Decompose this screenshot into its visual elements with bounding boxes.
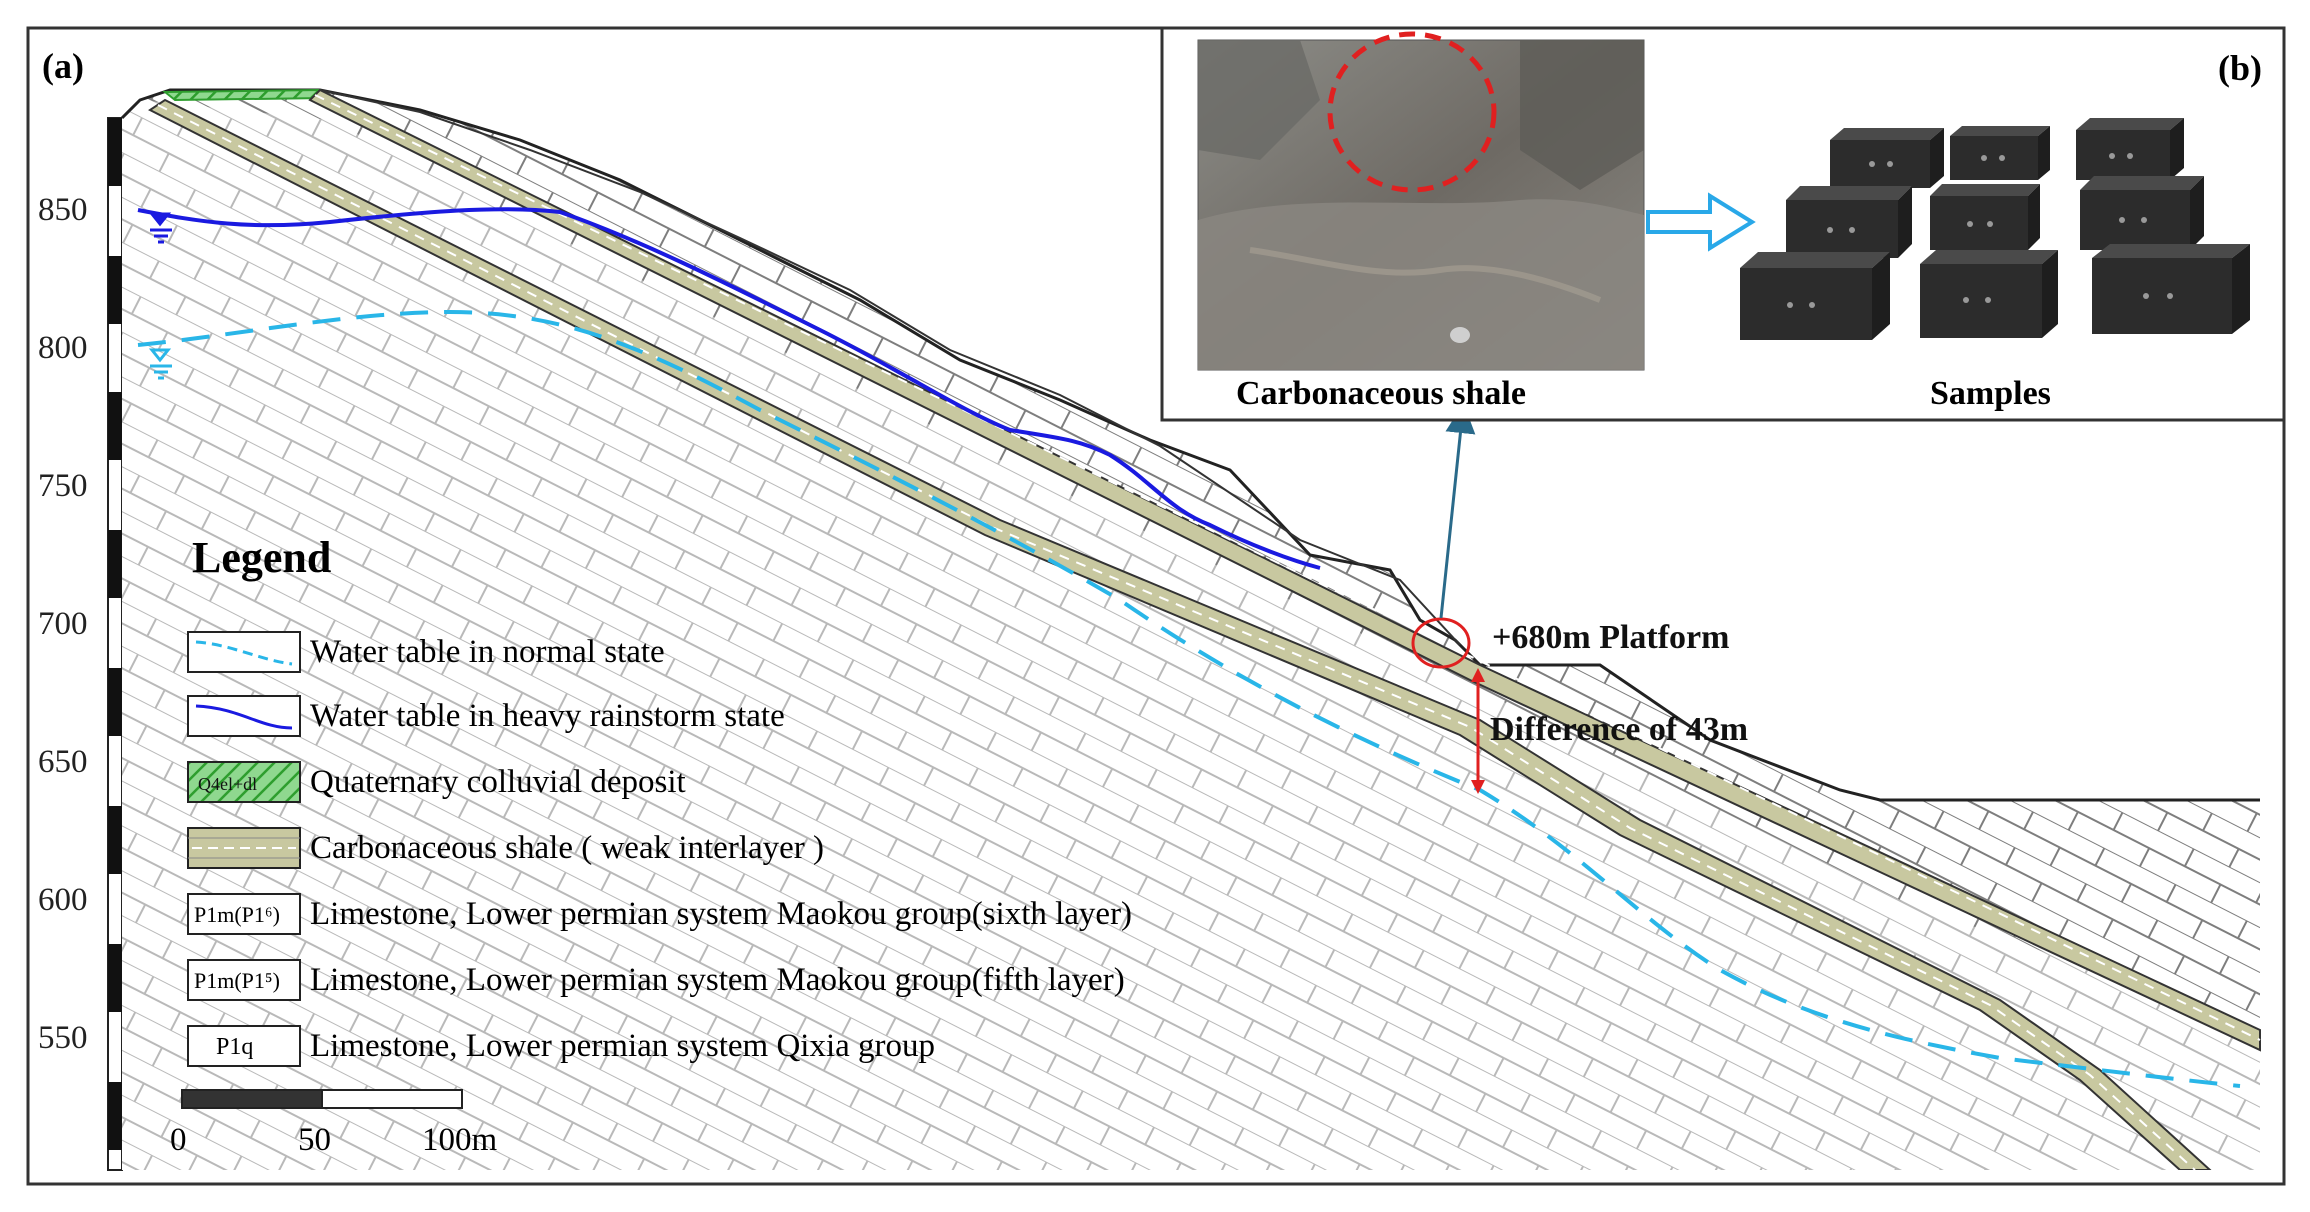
legend-swatch-sixth-layer: [187, 893, 301, 935]
normal-water-symbol: [148, 348, 172, 380]
scale-bar: 0 50 100m: [170, 1089, 498, 1158]
shale-interlayer-lower: [148, 98, 2212, 1170]
legend: Legend Water table in normal state Water…: [187, 533, 1132, 1067]
legend-title: Legend: [192, 533, 331, 582]
shale-upper-centerline: [314, 94, 2261, 1041]
sample-block: [1786, 186, 1912, 258]
difference-label: Difference of 43m: [1490, 711, 1748, 748]
scale-label-100: 100m: [422, 1122, 498, 1158]
photo-caption-samples: Samples: [1930, 375, 2051, 412]
normal-water-table: [137, 309, 2241, 1088]
legend-label-rainstorm-water: Water table in heavy rainstorm state: [310, 698, 785, 734]
elevation-tick-750: 750: [38, 468, 88, 504]
sample-block: [2092, 244, 2250, 334]
rainstorm-water-table: [137, 207, 1321, 570]
legend-swatch-fifth-layer: [187, 959, 301, 1001]
panel-a-label: (a): [42, 46, 84, 86]
shale-highlight-circle: [1327, 31, 1497, 193]
scale-label-50: 50: [298, 1122, 331, 1158]
shale-interlayer-upper: [308, 88, 2261, 1052]
legend-label-shale: Carbonaceous shale ( weak interlayer ): [310, 830, 824, 866]
sample-block: [1950, 126, 2050, 180]
sample-block: [2076, 118, 2184, 180]
legend-label-quaternary: Quaternary colluvial deposit: [310, 764, 686, 800]
elevation-tick-650: 650: [38, 744, 88, 780]
photo-panel: (b) Carbonaceous shale: [1160, 26, 2286, 422]
legend-swatch-qixia: [187, 1025, 301, 1067]
legend-label-sixth-layer: Limestone, Lower permian system Maokou g…: [310, 896, 1132, 932]
legend-symbol-quaternary: Q4el+dl: [198, 774, 257, 794]
legend-symbol-qixia: P1q: [216, 1034, 253, 1060]
surface-outline-2: [319, 89, 1461, 646]
elevation-ruler: [107, 117, 123, 1171]
legend-rainstorm-water-line: [195, 704, 293, 730]
elevation-tick-600: 600: [38, 882, 88, 918]
elevation-tick-labels: 850 800 750 700 650 600 550: [38, 192, 88, 1056]
sample-block: [2080, 176, 2204, 250]
sample-block: [1920, 250, 2058, 338]
legend-label-normal-water: Water table in normal state: [310, 634, 665, 670]
legend-symbol-sixth-layer: P1m(P1⁶): [194, 902, 280, 927]
difference-arrow-head-bottom: [1471, 780, 1485, 794]
legend-label-fifth-layer: Limestone, Lower permian system Maokou g…: [310, 962, 1125, 998]
ground-surface: [120, 88, 2260, 802]
sample-block: [1830, 128, 1944, 188]
figure-frame: [26, 26, 2286, 1186]
sample-blocks-photo: [1740, 118, 2250, 340]
quaternary-deposit: [162, 88, 327, 102]
sample-block: [1930, 184, 2040, 250]
platform-label: +680m Platform: [1492, 619, 1729, 656]
platform-pointer-arrow: [1439, 403, 1476, 619]
scale-label-0: 0: [170, 1122, 187, 1158]
elevation-tick-550: 550: [38, 1020, 88, 1056]
legend-symbol-fifth-layer: P1m(P1⁵): [194, 968, 280, 993]
carbonaceous-shale-photo: [1197, 31, 1645, 371]
legend-label-qixia: Limestone, Lower permian system Qixia gr…: [310, 1028, 935, 1064]
sample-block: [1740, 252, 1890, 340]
rainstorm-water-symbol: [148, 212, 172, 244]
photo-caption-carbonaceous-shale: Carbonaceous shale: [1236, 375, 1526, 412]
difference-arrow-head-top: [1471, 668, 1485, 682]
elevation-tick-800: 800: [38, 330, 88, 366]
panel-b-label: (b): [2218, 48, 2262, 88]
elevation-tick-700: 700: [38, 606, 88, 642]
photo-arrow-right: [1646, 192, 1756, 252]
cross-section: [120, 88, 2261, 1170]
platform-marker-circle: [1411, 617, 1471, 669]
legend-swatch-quaternary: [187, 761, 301, 803]
elevation-tick-850: 850: [38, 192, 88, 228]
legend-normal-water-line: [195, 640, 293, 666]
shale-lower-centerline: [157, 104, 2196, 1170]
